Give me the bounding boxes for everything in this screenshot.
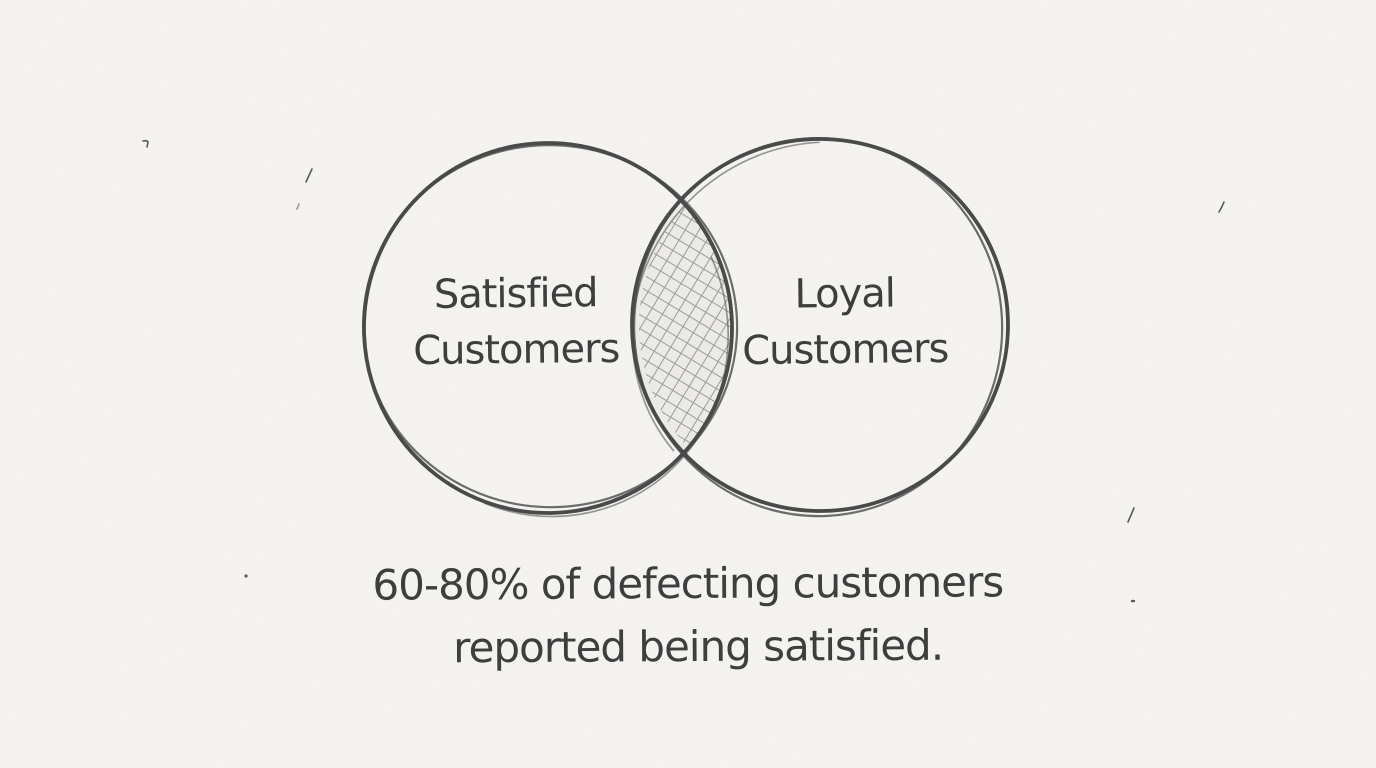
caption-line1: 60-80% of defecting customers bbox=[372, 557, 1004, 610]
left-circle-label-line2: Customers bbox=[412, 325, 620, 375]
right-circle-label: Loyal Customers bbox=[694, 264, 995, 379]
caption-line2: reported being satisfied. bbox=[453, 620, 944, 673]
right-circle-outline bbox=[630, 137, 1010, 518]
right-circle-label-line2: Customers bbox=[741, 325, 949, 375]
right-circle-label-line1: Loyal bbox=[794, 270, 896, 318]
paper-specks bbox=[142, 139, 1225, 603]
left-circle-outline bbox=[362, 141, 739, 518]
left-circle-label: Satisfied Customers bbox=[365, 264, 666, 379]
caption: 60-80% of defecting customers reported b… bbox=[0, 548, 1376, 681]
left-circle-label-line1: Satisfied bbox=[433, 270, 598, 318]
